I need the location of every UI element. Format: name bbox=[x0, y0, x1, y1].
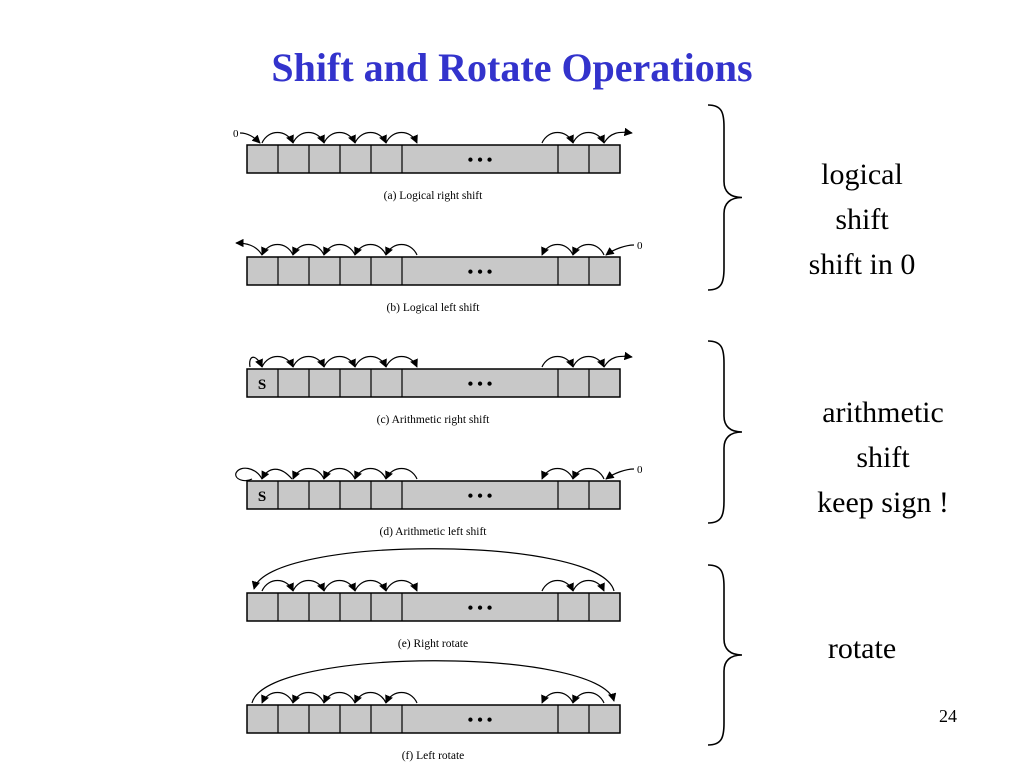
shift-arrow bbox=[261, 691, 294, 704]
brace-logical bbox=[707, 104, 743, 291]
shift-arrow bbox=[323, 131, 356, 144]
page-number: 24 bbox=[939, 706, 957, 726]
group-label-line: keep sign ! bbox=[817, 486, 949, 519]
register-logical-left-shift: • • • 0 (b) Logical left shift bbox=[235, 238, 643, 314]
shift-arrow bbox=[354, 243, 387, 256]
register-ellipsis: • • • bbox=[468, 488, 493, 505]
group-label-line: logical bbox=[821, 158, 903, 191]
register-arithmetic-right-shift: • • • S (c) Arithmetic right shift bbox=[246, 351, 633, 426]
sign-bit-label: S bbox=[258, 377, 266, 393]
shift-arrow bbox=[541, 355, 574, 368]
shift-arrow bbox=[323, 579, 356, 592]
register-caption: (f) Left rotate bbox=[402, 750, 465, 762]
shift-in-arrow bbox=[605, 244, 635, 256]
shift-arrow bbox=[354, 355, 387, 368]
shift-arrow bbox=[292, 579, 325, 592]
sign-loop-arrow bbox=[235, 467, 263, 482]
shift-arrow bbox=[541, 467, 574, 480]
register-body bbox=[246, 592, 621, 622]
register-ellipsis: • • • bbox=[468, 376, 493, 393]
shift-in-arrow bbox=[239, 132, 261, 144]
shift-in-arrow bbox=[605, 468, 635, 480]
shift-arrow bbox=[385, 467, 418, 480]
register-body bbox=[246, 144, 621, 174]
shift-arrow bbox=[541, 243, 574, 256]
sign-loop-arrow bbox=[249, 356, 263, 368]
register-caption: (c) Arithmetic right shift bbox=[377, 414, 491, 426]
group-label-line: shift bbox=[856, 441, 910, 474]
group-label-arithmetic: arithmetic shift keep sign ! bbox=[783, 390, 983, 525]
shift-arrow bbox=[385, 355, 418, 368]
shift-in-zero-label: 0 bbox=[233, 128, 239, 140]
shift-arrow bbox=[292, 355, 325, 368]
shift-arrow bbox=[354, 579, 387, 592]
brace-arithmetic bbox=[707, 340, 743, 524]
shift-arrow bbox=[385, 131, 418, 144]
shift-out-arrow bbox=[603, 127, 633, 144]
group-label-line: shift in 0 bbox=[808, 248, 916, 281]
register-right-rotate: • • • (e) Right rotate bbox=[246, 548, 621, 650]
shift-arrow bbox=[572, 355, 605, 368]
group-label-line: rotate bbox=[827, 632, 897, 665]
shift-arrow bbox=[323, 467, 356, 480]
shift-arrow bbox=[541, 579, 574, 592]
register-ellipsis: • • • bbox=[468, 152, 493, 169]
shift-arrow bbox=[385, 243, 418, 256]
shift-arrow bbox=[323, 243, 356, 256]
group-label-line: arithmetic bbox=[822, 396, 944, 429]
sign-bit-label: S bbox=[258, 489, 266, 505]
register-body bbox=[246, 704, 621, 734]
register-ellipsis: • • • bbox=[468, 264, 493, 281]
register-ellipsis: • • • bbox=[468, 600, 493, 617]
shift-arrow bbox=[572, 243, 605, 256]
shift-arrow bbox=[292, 467, 325, 480]
shift-out-arrow bbox=[235, 238, 263, 256]
register-caption: (a) Logical right shift bbox=[384, 190, 483, 202]
shift-in-zero-label: 0 bbox=[637, 464, 643, 476]
shift-arrow bbox=[261, 579, 294, 592]
shift-arrow bbox=[292, 691, 325, 704]
shift-arrow bbox=[323, 355, 356, 368]
shift-arrow bbox=[292, 131, 325, 144]
register-body bbox=[246, 368, 621, 398]
shift-arrow bbox=[261, 355, 294, 368]
shift-arrow bbox=[261, 468, 293, 480]
register-body bbox=[246, 480, 621, 510]
shift-arrow bbox=[572, 691, 605, 704]
register-caption: (b) Logical left shift bbox=[387, 302, 481, 314]
rotate-arrow bbox=[251, 548, 615, 592]
group-label-logical: logical shift shift in 0 bbox=[762, 152, 962, 287]
shift-arrow bbox=[354, 131, 387, 144]
group-label-rotate: rotate bbox=[762, 626, 962, 671]
shift-arrow bbox=[572, 467, 605, 480]
shift-arrow bbox=[385, 691, 418, 704]
shift-arrow bbox=[261, 243, 294, 256]
register-left-rotate: • • • (f) Left rotate bbox=[246, 660, 621, 762]
shift-arrow bbox=[572, 579, 605, 592]
slide-title: Shift and Rotate Operations bbox=[271, 45, 753, 90]
rotate-arrow bbox=[251, 660, 617, 704]
register-ellipsis: • • • bbox=[468, 712, 493, 729]
group-label-line: shift bbox=[835, 203, 889, 236]
shift-arrow bbox=[261, 131, 294, 144]
shift-in-zero-label: 0 bbox=[637, 240, 643, 252]
shift-arrow bbox=[572, 131, 605, 144]
shift-arrow bbox=[541, 131, 574, 144]
shift-arrow bbox=[292, 243, 325, 256]
shift-out-arrow bbox=[603, 351, 633, 368]
register-caption: (d) Arithmetic left shift bbox=[380, 526, 488, 538]
shift-arrow bbox=[541, 691, 574, 704]
brace-rotate bbox=[707, 564, 743, 746]
register-arithmetic-left-shift: • • • S 0 (d) Arithmetic left shift bbox=[235, 464, 643, 538]
shift-arrow bbox=[385, 579, 418, 592]
shift-arrow bbox=[354, 691, 387, 704]
shift-arrow bbox=[354, 467, 387, 480]
register-logical-right-shift: • • • 0 (a) Logical right shift bbox=[233, 127, 633, 202]
register-caption: (e) Right rotate bbox=[398, 638, 468, 650]
register-body bbox=[246, 256, 621, 286]
shift-arrow bbox=[323, 691, 356, 704]
